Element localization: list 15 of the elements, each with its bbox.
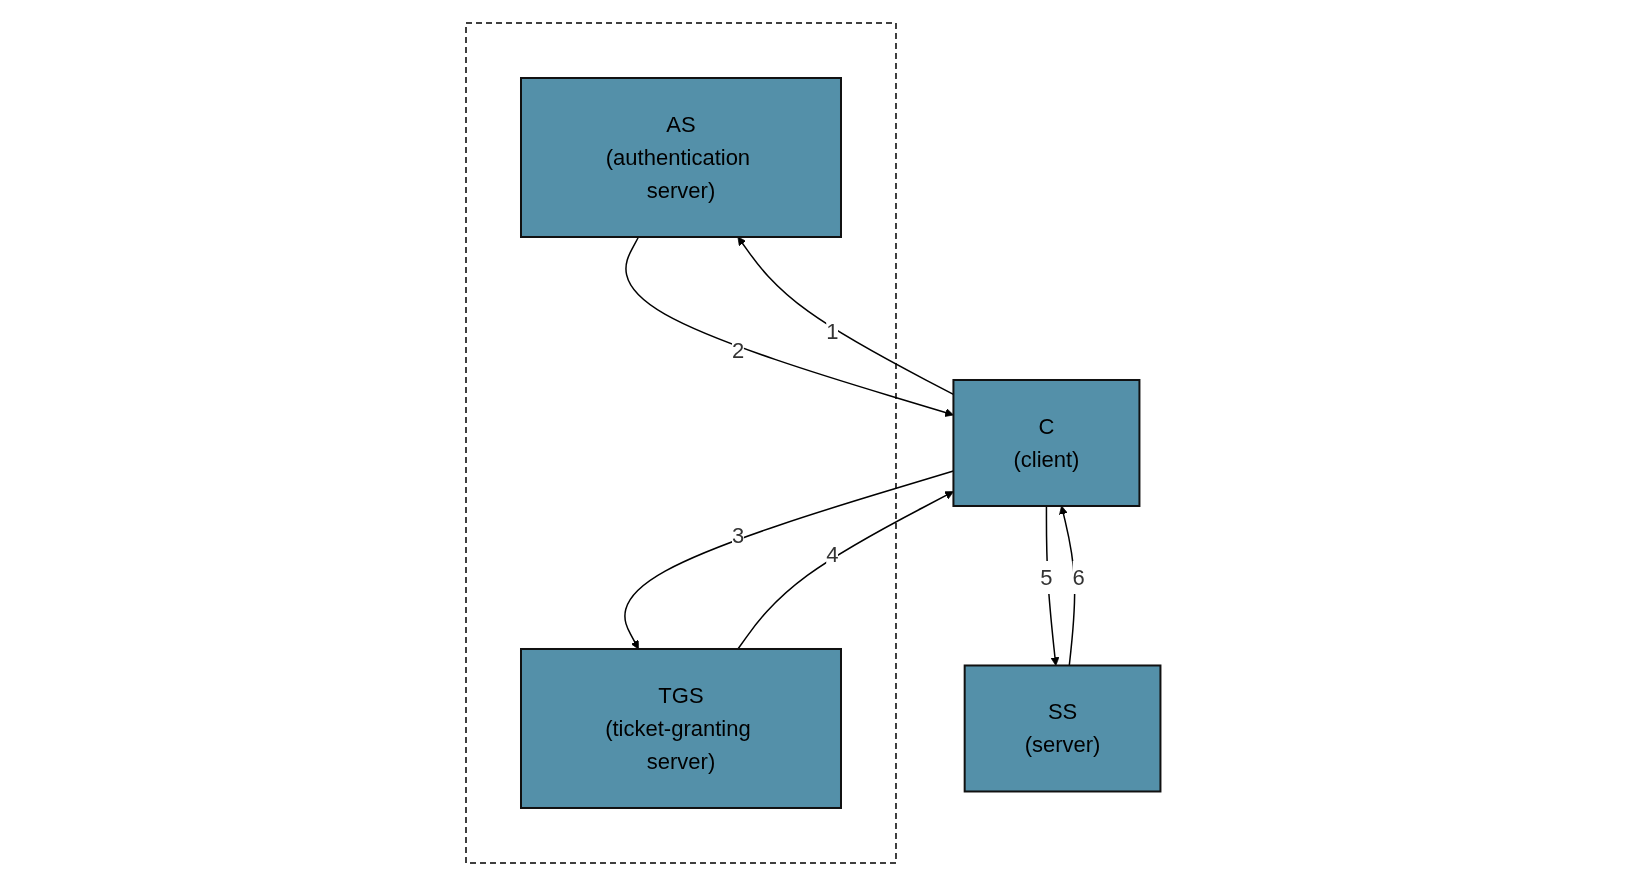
node-box: C (client) (952, 379, 1141, 507)
arrow (623, 470, 954, 650)
edge-label: 3 (731, 523, 744, 549)
edge-label: 6 (1072, 564, 1085, 590)
edge-label: 2 (731, 337, 744, 363)
arrow (624, 236, 954, 417)
arrow (736, 491, 954, 650)
edge-label: 5 (1040, 564, 1053, 590)
node-box: TGS (ticket-granting server) (519, 648, 842, 809)
cluster (465, 22, 897, 864)
arrow (737, 236, 954, 396)
node-box: AS (authentication server) (519, 77, 842, 238)
edge-label: 4 (825, 542, 839, 568)
node-box: SS (server) (963, 664, 1162, 793)
edge-label: 1 (825, 318, 839, 344)
